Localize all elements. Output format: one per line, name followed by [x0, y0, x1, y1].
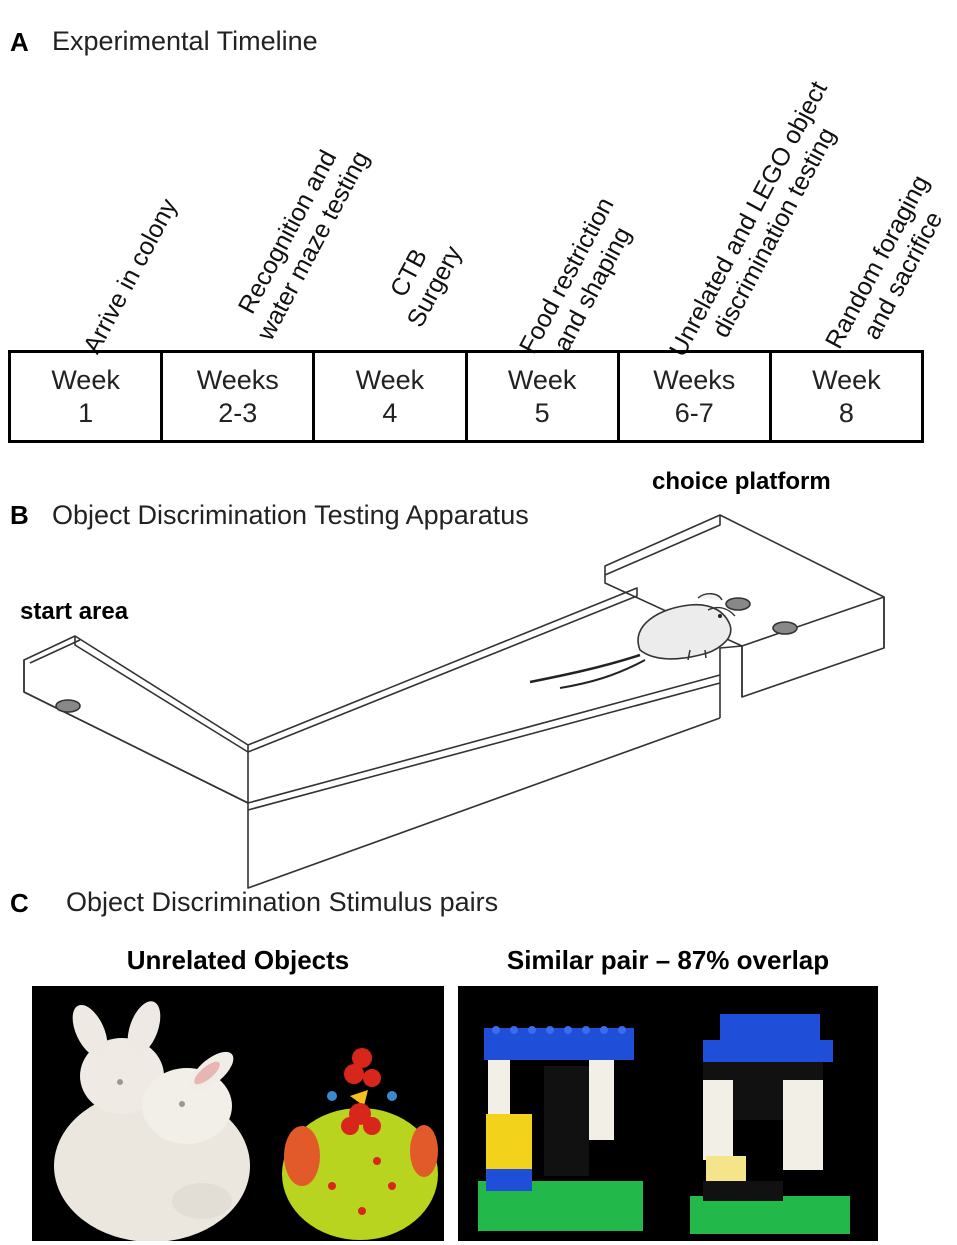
unrelated-objects-title: Unrelated Objects — [126, 945, 350, 975]
panel-b-title: Object Discrimination Testing Apparatus — [52, 500, 529, 530]
unrelated-objects-photo — [32, 986, 444, 1241]
choice-platform-outline — [604, 514, 885, 698]
panel-c-letter: C — [10, 888, 29, 918]
choice-well-2 — [772, 621, 798, 635]
panel-a-title: Experimental Timeline — [52, 26, 318, 56]
choice-well-1 — [725, 597, 751, 611]
chicken-figurine — [282, 1048, 438, 1240]
similar-pair-title: Similar pair – 87% overlap — [506, 945, 830, 975]
start-area-label: start area — [20, 598, 129, 625]
lego-object-b — [690, 1014, 850, 1234]
start-well — [55, 699, 81, 713]
panel-c-title: Object Discrimination Stimulus pairs — [66, 887, 499, 917]
similar-pair-photo — [458, 986, 878, 1241]
base-front — [247, 717, 721, 889]
rat-illustration — [529, 593, 736, 689]
bunny-figurine — [54, 1001, 250, 1241]
long-arm-floor-edge — [247, 674, 721, 804]
panel-b-letter: B — [10, 500, 29, 530]
start-arm-outline — [23, 635, 249, 804]
choice-platform-label: choice platform — [652, 468, 831, 495]
long-arm-back-wall — [247, 587, 638, 753]
panel-a-letter: A — [10, 27, 29, 57]
lego-object-a — [478, 1026, 643, 1231]
